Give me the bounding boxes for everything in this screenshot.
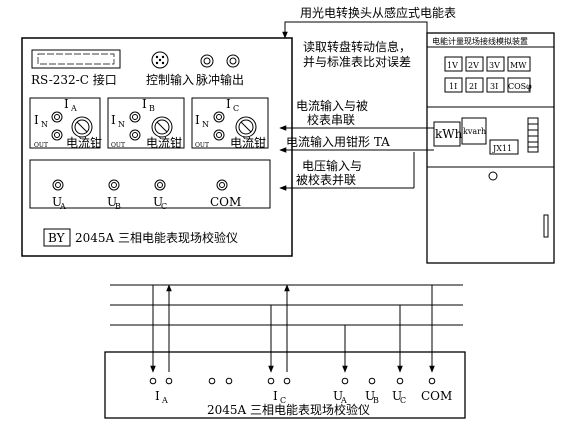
control-input-label: 控制输入 [146, 72, 194, 87]
svg-text:1V: 1V [447, 61, 458, 70]
svg-text:kWh: kWh [435, 127, 463, 141]
svg-text:I: I [34, 113, 39, 127]
svg-text:A: A [340, 396, 347, 405]
series-current-arrow [279, 125, 435, 132]
svg-text:3V: 3V [489, 61, 500, 70]
svg-text:电流输入与被: 电流输入与被 [296, 98, 368, 113]
svg-text:I: I [273, 389, 278, 403]
svg-text:COM: COM [421, 389, 452, 403]
terminal-strip [527, 117, 539, 153]
pulse-output-label: 脉冲输出 [196, 72, 244, 87]
svg-text:2I: 2I [469, 82, 477, 91]
svg-text:被校表并联: 被校表并联 [296, 172, 356, 187]
svg-text:C: C [400, 396, 406, 405]
svg-text:C: C [161, 202, 167, 211]
clamp-label-c: 电流钳 [230, 136, 266, 150]
svg-text:U: U [107, 195, 117, 209]
photo-sensor-arrow [282, 21, 428, 39]
svg-text:I: I [142, 97, 147, 111]
svg-text:电压输入与: 电压输入与 [302, 158, 362, 173]
svg-text:N: N [202, 120, 209, 129]
svg-text:校表串联: 校表串联 [307, 112, 355, 127]
svg-text:I: I [226, 97, 231, 111]
instrument-title: 2045A 三相电能表现场校验仪 [75, 230, 238, 245]
wiring-simulation-cabinet: 电能计量现场接线模拟装置 1V 2V 3V MW 1I 2I 3I COSφ k… [426, 32, 555, 264]
svg-text:1I: 1I [449, 82, 457, 91]
control-input-connector [151, 51, 169, 69]
voltage-input-box: UA UB UC COM [29, 159, 271, 211]
clamp-label-b: 电流钳 [146, 136, 182, 150]
svg-text:JX11: JX11 [492, 144, 512, 153]
meter-selector: 1V 2V 3V MW 1I 2I 3I COSφ [444, 56, 532, 93]
svg-text:OUT: OUT [111, 142, 125, 149]
svg-text:OUT: OUT [195, 142, 209, 149]
svg-text:U: U [153, 195, 163, 209]
rs232-label: RS-232-C 接口 [31, 72, 117, 87]
door-handle [543, 214, 549, 238]
display-screen [31, 49, 121, 69]
read-note-1: 读取转盘转动信息， [303, 39, 411, 54]
svg-text:A: A [161, 396, 168, 405]
svg-text:U: U [392, 389, 402, 403]
svg-text:I: I [111, 113, 116, 127]
svg-text:C: C [233, 104, 239, 113]
svg-text:C: C [280, 396, 286, 405]
svg-text:OUT: OUT [34, 142, 48, 149]
pulse-output-jacks [200, 54, 240, 68]
kvarh-meter [461, 117, 487, 145]
svg-text:kvarh: kvarh [463, 127, 486, 136]
svg-text:COSφ: COSφ [508, 82, 532, 91]
svg-text:N: N [41, 120, 48, 129]
top-note: 用光电转换头从感应式电能表 [300, 5, 456, 20]
svg-text:I: I [64, 97, 69, 111]
svg-text:B: B [373, 396, 379, 405]
read-note-2: 并与标准表比对误差 [303, 55, 411, 69]
model-badge [43, 228, 71, 247]
svg-text:U: U [52, 195, 62, 209]
model-badge-text: BY [48, 231, 66, 245]
cabinet-title: 电能计量现场接线模拟装置 [432, 36, 528, 46]
svg-text:I: I [195, 113, 200, 127]
kwh-meter [433, 121, 461, 147]
svg-text:MW: MW [510, 61, 527, 70]
svg-text:I: I [155, 389, 160, 403]
svg-text:电流输入用钳形 TA: 电流输入用钳形 TA [286, 134, 390, 149]
svg-text:B: B [149, 104, 155, 113]
jx11-box [489, 139, 519, 155]
svg-text:B: B [115, 202, 121, 211]
svg-text:2V: 2V [468, 61, 479, 70]
lock-knob [488, 171, 498, 181]
svg-text:U: U [365, 389, 375, 403]
svg-text:U: U [333, 389, 343, 403]
svg-text:N: N [118, 120, 125, 129]
svg-text:A: A [70, 104, 77, 113]
clamp-label-a: 电流钳 [66, 136, 102, 150]
svg-text:A: A [59, 202, 66, 211]
svg-text:COM: COM [210, 195, 241, 209]
bottom-instrument-title: 2045A 三相电能表现场校验仪 [207, 402, 370, 417]
svg-text:3I: 3I [490, 82, 498, 91]
